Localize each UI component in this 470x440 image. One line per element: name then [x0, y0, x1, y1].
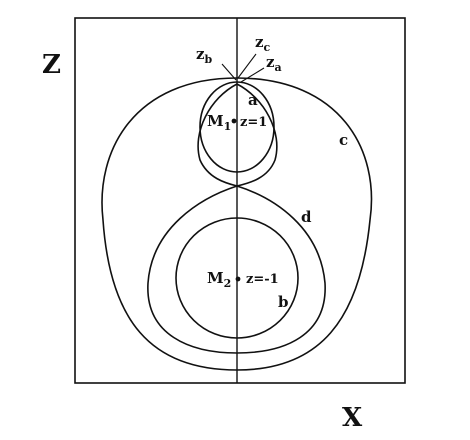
plot-frame: [74, 17, 406, 384]
label-m1-value: z=1: [240, 115, 267, 130]
curve-a: [199, 81, 275, 173]
label-curve-a: a: [248, 91, 258, 109]
curve-d: [147, 83, 326, 354]
label-curve-b: b: [278, 293, 289, 311]
label-zb: zb: [196, 45, 213, 66]
label-curve-c: c: [339, 131, 348, 149]
pointer-za: [240, 67, 265, 83]
label-za: za: [266, 53, 282, 74]
pointer-zc: [237, 53, 257, 79]
label-zc: zc: [255, 33, 271, 54]
point-m1: [231, 118, 237, 124]
label-curve-d: d: [301, 208, 312, 226]
x-axis-label: X: [342, 403, 363, 433]
point-m2: [235, 276, 241, 282]
label-m1: M1: [207, 112, 231, 133]
z-axis-label: Z: [42, 50, 61, 80]
pointer-zb: [221, 63, 237, 81]
curve-c: [101, 77, 373, 371]
curve-b: [175, 217, 299, 339]
label-m2: M2: [207, 269, 231, 290]
label-m2-value: z=-1: [246, 272, 279, 287]
